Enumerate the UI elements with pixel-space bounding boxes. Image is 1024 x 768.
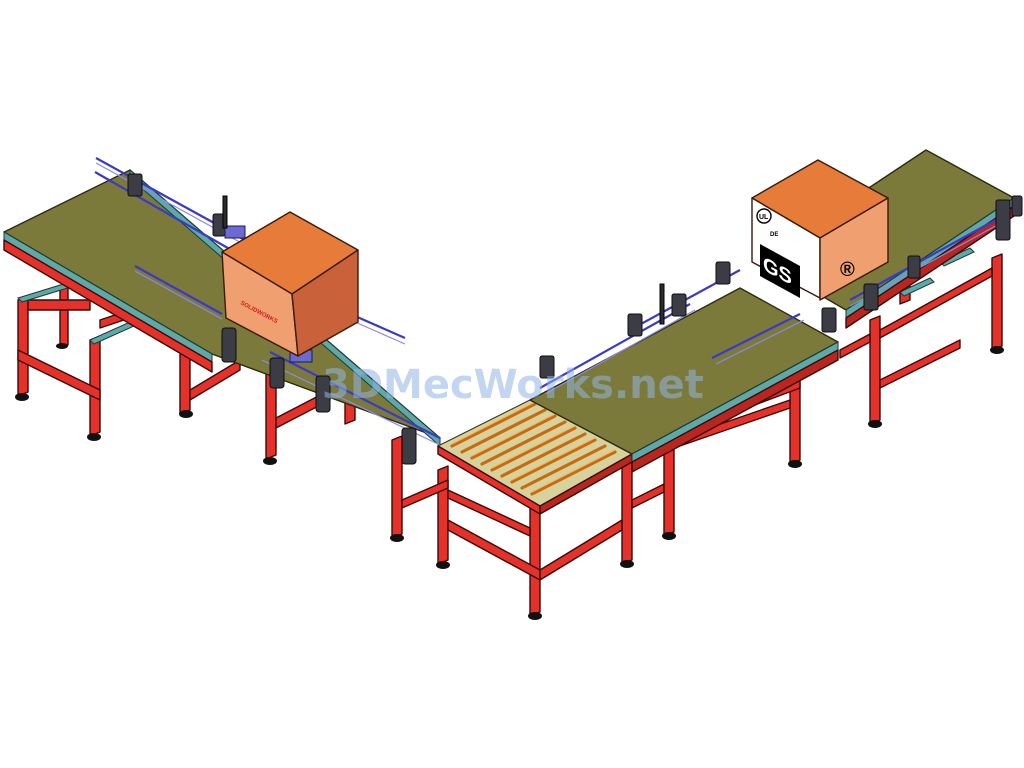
watermark-text: 3DMecWorks.net	[322, 362, 704, 408]
box-left: SOLIDWORKS	[221, 211, 359, 357]
right-conveyor-frame	[839, 247, 1004, 428]
roller-frame	[390, 435, 676, 620]
left-clamps	[127, 173, 417, 465]
left-conveyor	[3, 157, 441, 465]
svg-text:UL: UL	[759, 214, 769, 221]
right-center-conveyor	[529, 261, 839, 473]
box-right: UL DE GS ®	[751, 159, 889, 301]
rollers	[450, 401, 617, 496]
right-center-clamps	[539, 261, 837, 379]
roller-conveyor	[390, 399, 676, 620]
right-clamps	[863, 195, 1023, 311]
svg-text:®: ®	[840, 259, 855, 281]
svg-text:DE: DE	[770, 232, 778, 238]
